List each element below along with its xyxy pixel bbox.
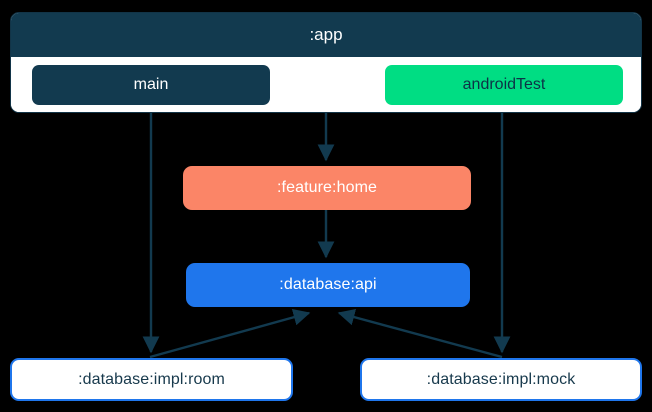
cluster-app-title: :app	[11, 13, 641, 57]
edge-database-impl-room-to-database-api	[149, 309, 311, 359]
cluster-app[interactable]: :app main androidTest	[10, 12, 642, 113]
node-feature-home[interactable]: :feature:home	[183, 166, 471, 210]
cluster-app-body: main androidTest	[11, 57, 641, 112]
node-database-api[interactable]: :database:api	[186, 263, 470, 307]
edge-database-impl-mock-to-database-api	[337, 308, 503, 359]
source-set-androidtest[interactable]: androidTest	[385, 65, 623, 105]
node-database-impl-room[interactable]: :database:impl:room	[10, 358, 293, 401]
node-database-impl-mock[interactable]: :database:impl:mock	[360, 358, 642, 401]
source-set-main[interactable]: main	[32, 65, 270, 105]
